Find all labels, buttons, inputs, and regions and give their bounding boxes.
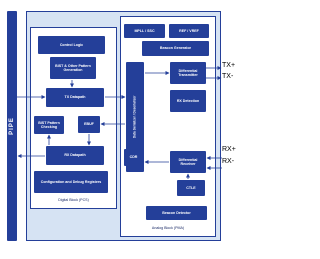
mpll-ssc-block: MPLL / SSC (124, 24, 165, 38)
digital-block-caption: Digital Block (PCS) (58, 198, 89, 202)
pipe-interface-bar (7, 11, 17, 241)
bist-pattern-checking-block: BIST Pattern Checking (34, 116, 64, 134)
configuration-debug-registers-block: Configuration and Debug Registers (34, 171, 108, 193)
differential-receiver-block: Differential Receiver (170, 151, 206, 173)
tx-plus-pin: TX+ (222, 62, 236, 69)
tx-minus-pin: TX- (222, 73, 234, 80)
beacon-detector-block: Beacon Detector (146, 206, 207, 220)
bist-pattern-generation-block: BIST & Other Pattern Generation (50, 57, 96, 79)
cdr-block: CDR (124, 149, 143, 166)
rx-plus-pin: RX+ (222, 146, 236, 153)
connection-arrows (17, 66, 222, 179)
ref-vref-block: REF / VREF (169, 24, 209, 38)
rx-minus-pin: RX- (222, 158, 235, 165)
rx-detection-block: RX Detection (170, 90, 206, 112)
ctle-block: CTLE (177, 180, 205, 196)
ebuf-block: EBUF (78, 116, 100, 133)
tx-datapath-block: TX Datapath (46, 88, 104, 107)
control-logic-block: Control Logic (38, 36, 105, 54)
rx-datapath-block: RX Datapath (46, 146, 104, 165)
beacon-generator-block: Beacon Generator (142, 41, 209, 56)
analog-block-caption: Analog Block (PMA) (151, 226, 185, 230)
differential-transmitter-block: Differential Transmitter (170, 62, 206, 84)
serializer-deserializer-block: Data Serializer / Deserializer (126, 62, 144, 172)
